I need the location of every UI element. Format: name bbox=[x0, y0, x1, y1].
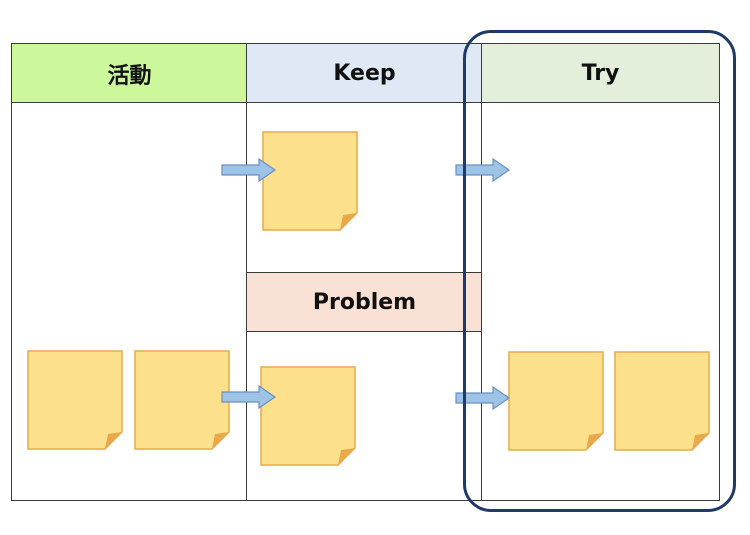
arrow-right-icon bbox=[455, 386, 511, 410]
table-right-border bbox=[719, 43, 720, 501]
activity-column-header: 活動 bbox=[12, 44, 247, 103]
table-top-border bbox=[11, 43, 720, 44]
sticky-note-try-2 bbox=[614, 351, 710, 451]
sticky-note-keep bbox=[262, 131, 358, 231]
table-bottom-border bbox=[11, 500, 720, 501]
arrow-right-icon bbox=[221, 158, 277, 182]
arrow-right-icon bbox=[221, 385, 277, 409]
keep-column-header: Keep bbox=[247, 44, 482, 103]
activity-header-label: 活動 bbox=[107, 63, 152, 89]
arrow-right-icon bbox=[455, 158, 511, 182]
header-bottom-border bbox=[11, 102, 720, 103]
try-header-label: Try bbox=[581, 61, 620, 86]
column-divider-1 bbox=[246, 43, 247, 501]
table-left-border bbox=[11, 43, 12, 501]
sticky-note-try-1 bbox=[508, 351, 604, 451]
problem-section-header: Problem bbox=[247, 272, 482, 332]
sticky-note-activity-2 bbox=[134, 350, 230, 450]
sticky-note-activity-1 bbox=[27, 350, 123, 450]
keep-header-label: Keep bbox=[333, 61, 396, 86]
problem-bottom-border bbox=[247, 331, 482, 332]
sticky-note-problem bbox=[260, 366, 356, 466]
try-column-highlight-frame bbox=[463, 30, 736, 512]
problem-top-border bbox=[247, 272, 482, 273]
problem-header-label: Problem bbox=[312, 289, 417, 315]
try-column-header: Try bbox=[482, 44, 719, 103]
